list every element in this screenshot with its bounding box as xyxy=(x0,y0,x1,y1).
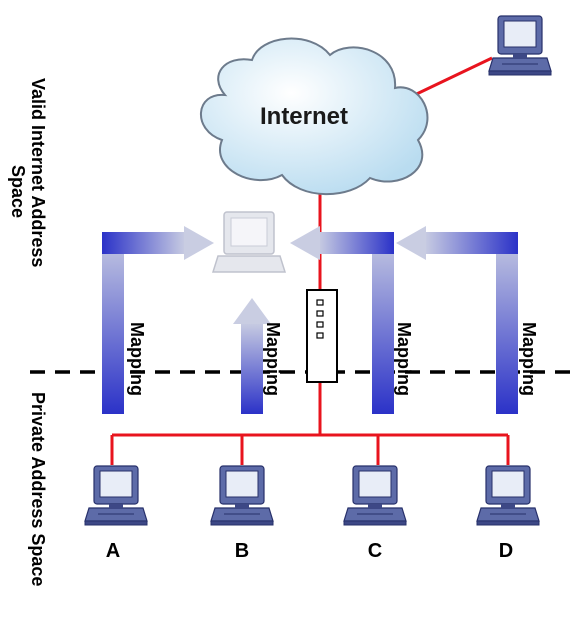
host-c-computer-icon xyxy=(343,465,407,526)
host-label-d: D xyxy=(499,540,513,562)
nat-server-icon xyxy=(211,211,287,273)
host-a-computer-icon xyxy=(84,465,148,526)
router-icon xyxy=(306,289,338,383)
mapping-arrow-a xyxy=(102,226,214,414)
private-zone-label: Private Address Space xyxy=(28,392,48,586)
mapping-label-b: Mapping xyxy=(263,322,283,396)
public-zone-label-line1: Valid Internet Address xyxy=(28,78,48,267)
host-d-computer-icon xyxy=(476,465,540,526)
host-label-b: B xyxy=(235,540,249,562)
cloud-label: Internet xyxy=(260,103,348,130)
host-b-computer-icon xyxy=(210,465,274,526)
mapping-label-a: Mapping xyxy=(127,322,147,396)
host-label-c: C xyxy=(368,540,382,562)
internet-cloud-icon: Internet xyxy=(200,37,429,196)
mapping-arrow-d xyxy=(396,226,518,414)
remote-host-icon xyxy=(488,15,552,76)
mapping-label-c: Mapping xyxy=(394,322,414,396)
mapping-arrow-b xyxy=(233,298,271,414)
mapping-arrow-c xyxy=(290,226,394,414)
host-label-a: A xyxy=(106,540,120,562)
mapping-label-d: Mapping xyxy=(519,322,539,396)
public-zone-label-line2: Space xyxy=(8,165,28,218)
